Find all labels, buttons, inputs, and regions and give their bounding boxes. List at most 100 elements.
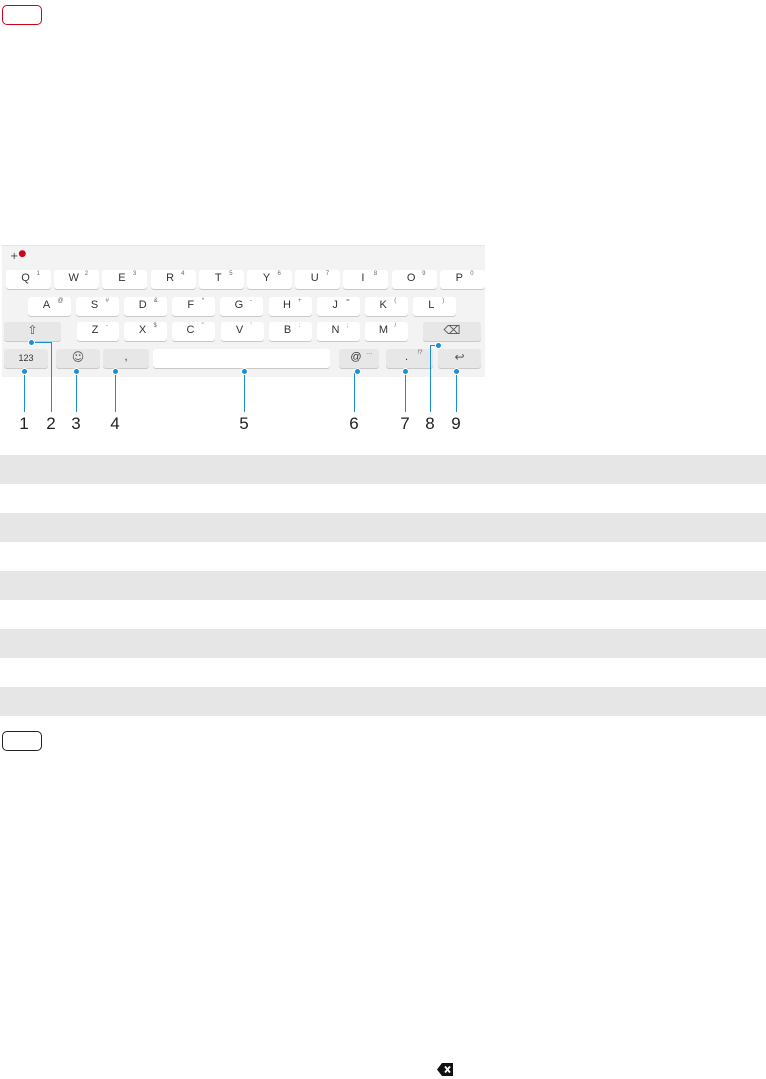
key-enter[interactable]: ↩ <box>438 349 481 368</box>
backspace-icon: ⌫ <box>443 323 461 337</box>
table-row <box>0 687 766 716</box>
key-label: U <box>310 272 319 284</box>
key-label: T <box>214 272 222 284</box>
key-numbers[interactable]: 123 <box>4 349 48 368</box>
key-h[interactable]: H+ <box>268 297 312 316</box>
table-row <box>0 455 766 484</box>
key-secondary-label: 9 <box>422 271 426 277</box>
callout-dot <box>435 342 442 349</box>
callout-number: 2 <box>46 414 56 433</box>
key-label: Y <box>262 272 271 284</box>
key-secondary-label: / <box>394 323 397 329</box>
key-label: S <box>90 299 99 311</box>
key-label: O <box>406 272 416 284</box>
key-l[interactable]: L) <box>412 297 456 316</box>
callout-dot <box>28 339 35 346</box>
key-n[interactable]: N; <box>317 322 360 341</box>
table-row <box>0 513 766 542</box>
key-label: Q <box>21 272 30 284</box>
key-a[interactable]: A@ <box>28 297 71 316</box>
callout-line <box>244 371 245 412</box>
key-x[interactable]: X$ <box>124 322 167 341</box>
key-secondary-label: 1 <box>36 271 40 277</box>
callout-line <box>31 342 51 343</box>
key-label: . <box>404 351 409 363</box>
table-row <box>0 600 766 629</box>
key-label: J <box>332 299 338 311</box>
key-g[interactable]: G- <box>220 297 264 316</box>
key-label: L <box>428 299 435 311</box>
table-row <box>0 542 766 571</box>
callout-number: 5 <box>239 414 249 433</box>
key-secondary-label: = <box>346 298 350 304</box>
callout-line <box>430 345 431 412</box>
callout-dot <box>402 368 409 375</box>
key-backspace[interactable]: ⌫ <box>423 322 481 341</box>
enter-icon: ↩ <box>454 350 465 364</box>
callout-dot <box>21 368 28 375</box>
key-secondary-label: - <box>106 323 108 329</box>
emoji-icon: ☺ <box>71 350 85 364</box>
key-secondary-label: 2 <box>84 271 89 277</box>
key-label: K <box>379 299 387 311</box>
key-secondary-label: 0 <box>470 271 474 277</box>
key-k[interactable]: K( <box>364 297 408 316</box>
key-comma[interactable]: , <box>103 349 149 368</box>
key-period[interactable]: .!? <box>386 349 433 368</box>
key-secondary-label: @ <box>57 298 64 304</box>
key-secondary-label: # <box>105 298 109 304</box>
key-label: , <box>124 351 128 363</box>
key-label: D <box>138 299 147 311</box>
key-label: C <box>186 324 195 336</box>
key-b[interactable]: B: <box>269 322 312 341</box>
key-label: G <box>234 299 244 311</box>
key-s[interactable]: S# <box>76 297 120 316</box>
key-m[interactable]: M/ <box>365 322 408 341</box>
key-label: X <box>138 324 147 336</box>
key-label: N <box>331 324 340 336</box>
key-space[interactable] <box>153 349 330 368</box>
key-shift[interactable]: ⇧ <box>4 322 61 341</box>
key-secondary-label: $ <box>153 323 157 329</box>
key-secondary-label: + <box>298 298 302 304</box>
callout-number: 4 <box>110 414 120 433</box>
key-f[interactable]: F* <box>172 297 216 316</box>
keyboard-add-language-icon[interactable]: +● <box>10 249 27 262</box>
key-at[interactable]: @... <box>339 349 379 368</box>
callout-line <box>76 371 77 412</box>
key-d[interactable]: D& <box>124 297 168 316</box>
table-row <box>0 629 766 658</box>
key-label: H <box>283 299 291 311</box>
key-z[interactable]: Z- <box>77 322 119 341</box>
key-secondary-label: ... <box>367 350 373 356</box>
key-secondary-label: 4 <box>181 271 185 277</box>
callout-line <box>456 371 457 412</box>
key-label: R <box>166 272 175 284</box>
callout-number: 8 <box>425 414 435 433</box>
table-row <box>0 571 766 600</box>
callout-dot <box>354 368 361 375</box>
key-emoji[interactable]: ☺ <box>56 349 100 368</box>
plus-symbol: + <box>10 251 19 262</box>
key-c[interactable]: C" <box>172 322 215 341</box>
callout-number: 6 <box>349 414 359 433</box>
key-secondary-label: 7 <box>325 271 330 277</box>
key-label: @ <box>350 351 362 363</box>
key-secondary-label: * <box>201 298 205 304</box>
key-j[interactable]: J= <box>316 297 360 316</box>
key-v[interactable]: V' <box>221 322 264 341</box>
callout-line <box>354 371 355 412</box>
table-row <box>0 658 766 687</box>
key-label: Z <box>91 324 99 336</box>
callout-line <box>51 342 52 412</box>
